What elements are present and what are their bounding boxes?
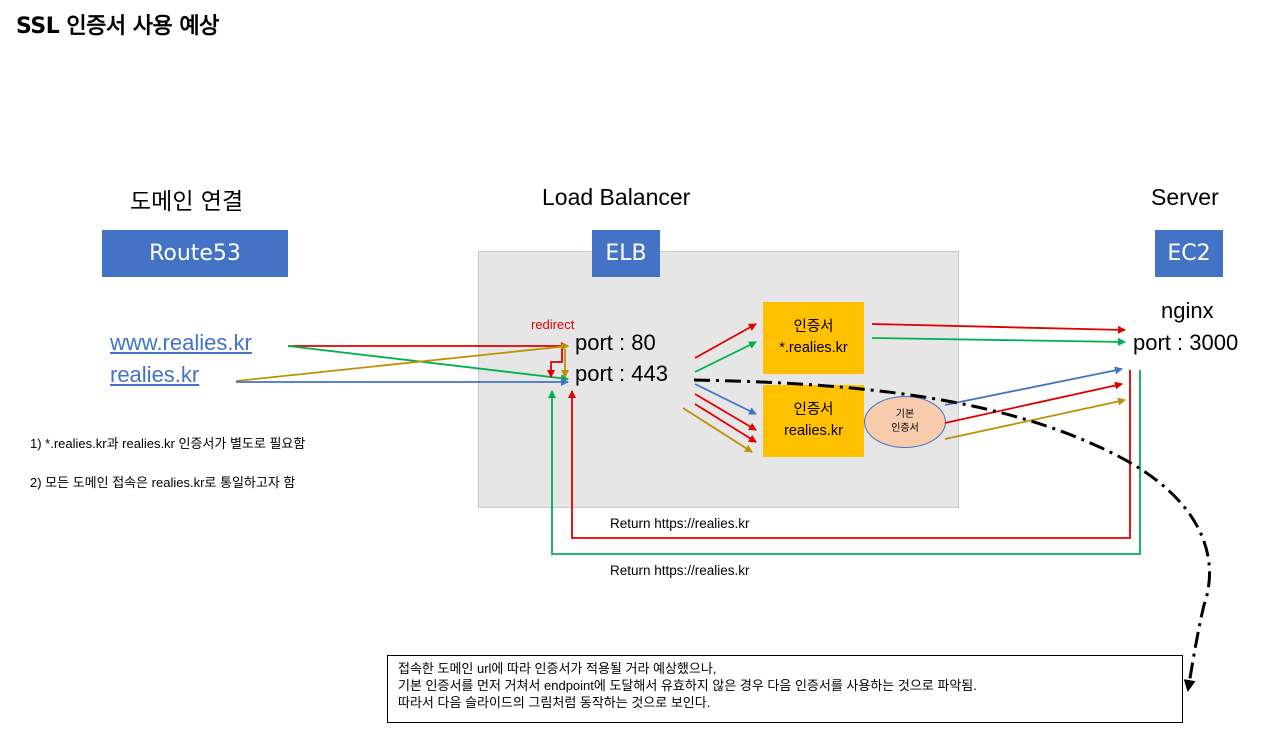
arrow-port80-to-wildcard-red [694, 323, 757, 359]
cert-wildcard-title: 인증서 [793, 319, 834, 335]
elb-port-80: port : 80 [575, 330, 656, 355]
arrow-port443-to-root-red2 [694, 403, 757, 443]
summary-line-3: 따라서 다음 슬라이드의 그림처럼 동작하는 것으로 보인다. [398, 695, 711, 710]
cert-root-title: 인증서 [793, 402, 834, 418]
return-label-green: Return https://realies.kr [610, 563, 750, 578]
arrow-port443-to-root-blue [694, 383, 757, 415]
slide-title: SSL 인증서 사용 예상 [16, 14, 219, 39]
ec2-box: EC2 [1155, 230, 1223, 277]
redirect-label: redirect [531, 317, 575, 332]
arrow-default-to-server-gold [944, 397, 1126, 440]
callout-dashdot [693, 378, 1211, 692]
domain-column-heading: 도메인 연결 [130, 189, 244, 215]
note-2: 2) 모든 도메인 접속은 realies.kr로 통일하고자 함 [30, 475, 296, 490]
arrow-port443-to-root-red1 [694, 393, 757, 431]
arrow-default-to-server-red [944, 381, 1123, 424]
arrow-www-to-port443 [287, 345, 569, 383]
elb-box: ELB [592, 230, 660, 277]
arrow-port80-to-wildcard-green [694, 341, 757, 373]
summary-line-2: 기본 인증서를 먼저 거쳐서 endpoint에 도달해서 유효하지 않은 경우… [398, 678, 977, 693]
arrow-default-to-server-blue [944, 366, 1123, 406]
cert-root: 인증서 realies.kr [763, 385, 864, 457]
cert-wildcard-domain: *.realies.kr [779, 340, 848, 356]
return-path-green [548, 370, 1141, 555]
default-cert-line2: 인증서 [891, 423, 919, 434]
summary-box: 접속한 도메인 url에 따라 인증서가 적용될 거라 예상했으나, 기본 인증… [387, 655, 1183, 723]
arrow-wildcard-to-server-red [871, 323, 1126, 334]
lb-column-heading: Load Balancer [542, 184, 691, 210]
server-column-heading: Server [1151, 184, 1219, 210]
server-port: port : 3000 [1133, 330, 1239, 355]
arrow-root-to-port80 [235, 342, 569, 382]
note-1: 1) *.realies.kr과 realies.kr 인증서가 별도로 필요함 [30, 436, 306, 451]
domain-root[interactable]: realies.kr [110, 362, 200, 387]
return-label-red: Return https://realies.kr [610, 516, 750, 531]
arrow-redirect-red [547, 349, 563, 378]
arrow-port443-to-root-gold [682, 407, 753, 453]
route53-box: Route53 [102, 230, 288, 277]
arrow-wildcard-to-server-green [871, 337, 1126, 346]
elb-port-443: port : 443 [575, 361, 668, 386]
server-name: nginx [1161, 298, 1214, 323]
cert-root-domain: realies.kr [784, 423, 843, 439]
return-path-red [568, 370, 1131, 539]
cert-wildcard: 인증서 *.realies.kr [763, 302, 864, 374]
default-cert-line1: 기본 [895, 409, 915, 420]
summary-line-1: 접속한 도메인 url에 따라 인증서가 적용될 거라 예상했으나, [398, 661, 717, 676]
domain-www[interactable]: www.realies.kr [110, 330, 252, 355]
